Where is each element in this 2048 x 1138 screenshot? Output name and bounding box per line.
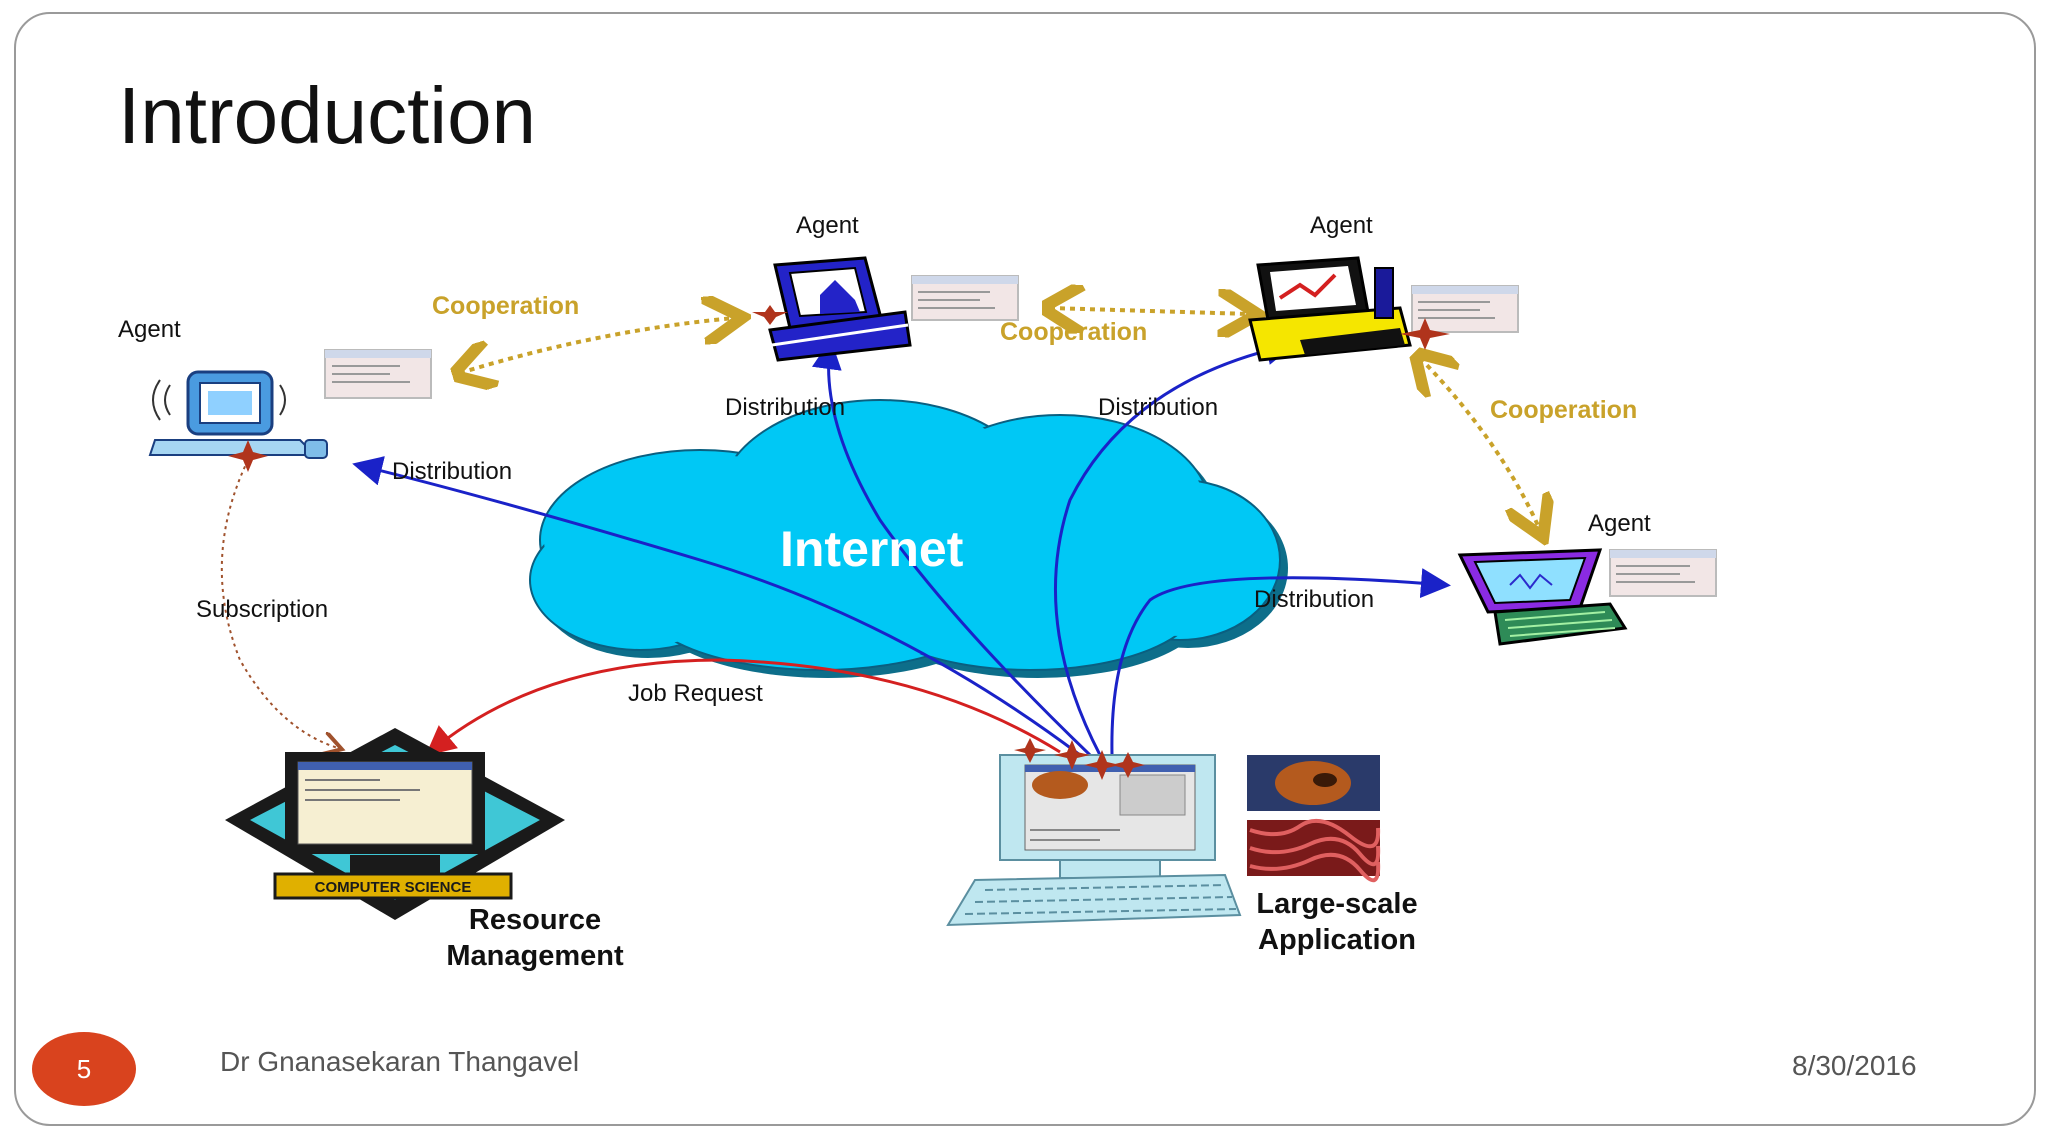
job-request-arrow <box>425 658 1061 756</box>
resource-management-line2: Management <box>446 940 624 972</box>
cooperation-arrow-1 <box>460 318 735 373</box>
internet-cloud <box>529 399 1288 678</box>
agent-label-top-middle: Agent <box>796 212 859 239</box>
star-icon <box>752 305 788 325</box>
large-scale-application-label: Large-scale Application <box>1250 886 1424 958</box>
agent-computer-top-right <box>1248 256 1412 362</box>
distribution-label-top-right: Distribution <box>1098 394 1219 421</box>
cooperation-label-2: Cooperation <box>1000 318 1148 346</box>
internet-label: Internet <box>780 521 964 577</box>
agent-window-right <box>1609 549 1717 597</box>
distribution-arrow-left <box>352 456 1081 757</box>
agent-label-left: Agent <box>118 316 181 343</box>
agent-window-left <box>324 349 432 399</box>
star-icon <box>1084 750 1120 780</box>
star-icon <box>1111 752 1145 778</box>
distribution-label-top-middle: Distribution <box>725 394 846 421</box>
application-image-sphere <box>1247 755 1380 811</box>
subscription-label: Subscription <box>196 596 329 623</box>
agent-window-top-middle <box>911 275 1019 321</box>
cooperation-arrow-2 <box>1050 308 1250 314</box>
computer-science-badge: COMPUTER SCIENCE <box>315 879 472 896</box>
distribution-label-left: Distribution <box>392 458 513 485</box>
resource-management-line1: Resource <box>468 904 602 936</box>
large-scale-application-line1: Large-scale <box>1256 888 1418 920</box>
resource-management-label: Resource Management <box>440 902 630 974</box>
agent-computer-left <box>148 370 328 459</box>
star-icon <box>1014 738 1046 763</box>
agent-label-top-right: Agent <box>1310 212 1373 239</box>
distribution-arrow-right <box>1110 568 1451 756</box>
resource-management-computer: COMPUTER SCIENCE <box>225 728 565 920</box>
footer-date: 8/30/2016 <box>1792 1050 1917 1081</box>
footer-author: Dr Gnanasekaran Thangavel <box>220 1046 580 1077</box>
large-scale-application-computer <box>946 754 1242 927</box>
agent-label-right: Agent <box>1588 510 1651 537</box>
job-request-label: Job Request <box>628 680 763 707</box>
star-icon <box>1054 740 1090 770</box>
large-scale-application-line2: Application <box>1258 924 1416 956</box>
agent-computer-right <box>1457 548 1628 646</box>
agent-computer-top-middle <box>768 256 912 362</box>
agent-window-top-right <box>1411 285 1519 333</box>
application-image-texture <box>1247 818 1381 883</box>
cooperation-arrow-3 <box>1420 358 1540 530</box>
distribution-arrow-top-2 <box>1053 335 1296 756</box>
slide-title: Introduction <box>118 71 537 160</box>
distribution-label-right: Distribution <box>1254 586 1375 613</box>
star-icon <box>228 440 268 472</box>
distribution-arrow-top-1 <box>811 339 1092 757</box>
page-number-badge: 5 <box>32 1032 136 1106</box>
cooperation-label-1: Cooperation <box>432 292 580 320</box>
star-icon <box>1400 318 1450 350</box>
cooperation-label-3: Cooperation <box>1490 396 1638 424</box>
